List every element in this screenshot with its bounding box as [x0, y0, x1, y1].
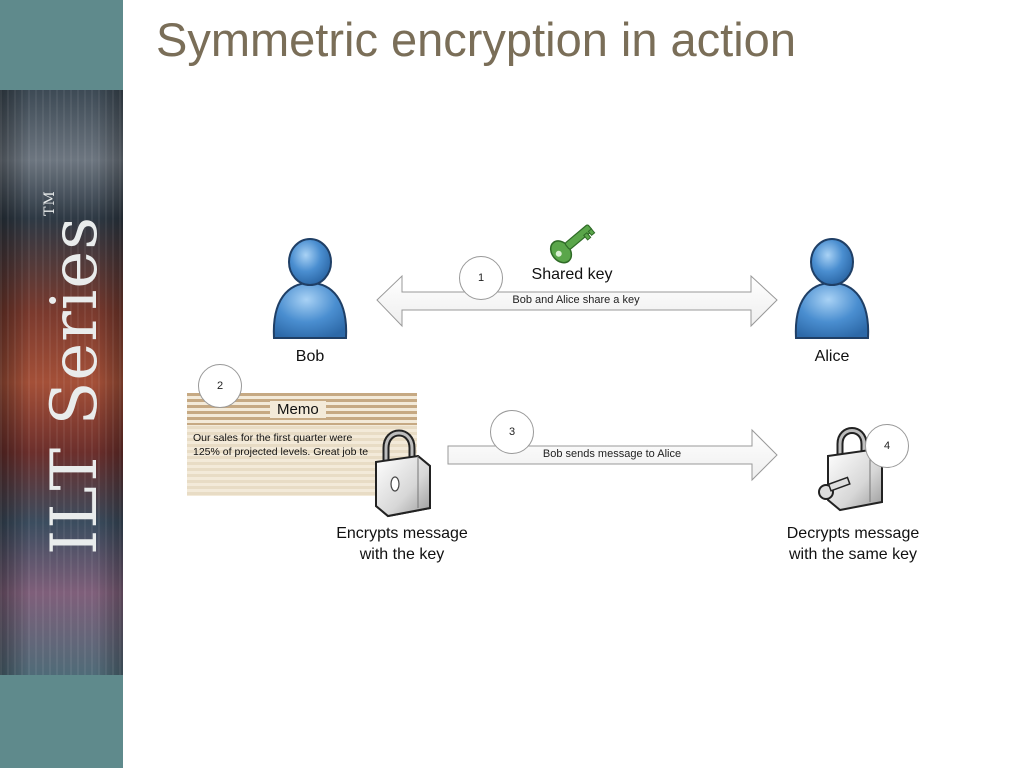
memo-body-line-1: Our sales for the first quarter were: [193, 432, 353, 444]
decrypt-caption: Decrypts message with the same key: [768, 523, 938, 565]
memo-body-line-2: 125% of projected levels. Great job te: [193, 446, 369, 458]
lock-icon: [375, 429, 431, 518]
bob-person-icon: [272, 238, 348, 339]
encrypt-caption-line-2: with the key: [359, 546, 445, 563]
decrypt-caption-line-1: Decrypts message: [786, 525, 920, 542]
encrypt-caption: Encrypts message with the key: [322, 523, 482, 565]
step-3-circle: 3: [490, 410, 534, 454]
memo-title: Memo: [270, 401, 326, 418]
memo-body: Our sales for the first quarter were 125…: [193, 431, 368, 459]
memo-lock-overlay: [375, 429, 431, 518]
shared-key-caption: Bob and Alice share a key: [512, 294, 640, 306]
alice-person-icon: [794, 238, 870, 339]
shared-key-label: Shared key: [531, 266, 613, 283]
sidebar-artwork: [0, 90, 123, 675]
alice-label: Alice: [814, 348, 850, 365]
sidebar-stripes: [0, 90, 123, 675]
key-icon: [549, 224, 596, 264]
sidebar-banner: ILT SeriesTM: [0, 0, 123, 768]
bob-label: Bob: [295, 348, 325, 365]
send-message-caption: Bob sends message to Alice: [542, 448, 682, 460]
step-2-circle: 2: [198, 364, 242, 408]
shared-key-double-arrow: [376, 274, 778, 328]
page-title: Symmetric encryption in action: [156, 13, 796, 66]
step-1-circle: 1: [459, 256, 503, 300]
decrypt-caption-line-2: with the same key: [788, 546, 918, 563]
send-message-arrow: [447, 428, 778, 482]
step-4-circle: 4: [865, 424, 909, 468]
encrypt-caption-line-1: Encrypts message: [336, 525, 468, 542]
